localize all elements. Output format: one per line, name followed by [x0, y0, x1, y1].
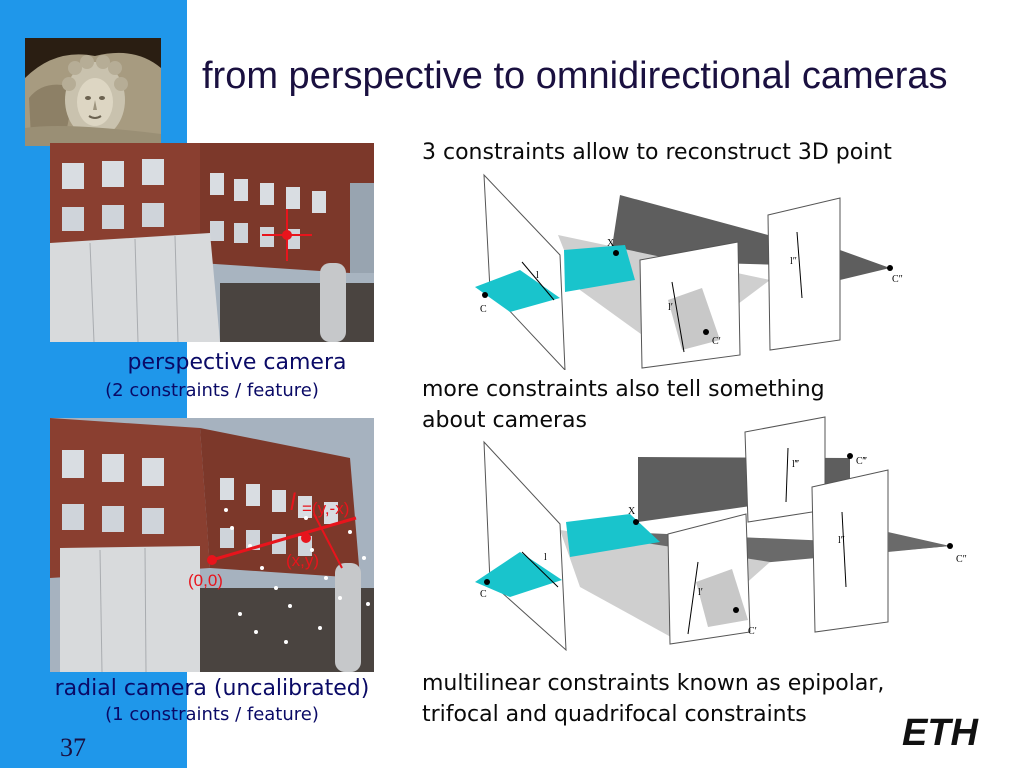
camera-center-c2 [947, 543, 953, 549]
label-c2: C″ [892, 274, 903, 285]
back-projected-plane-mid [564, 245, 635, 292]
radial-caption: radial camera (uncalibrated) [54, 676, 370, 701]
image-plane-c2 [767, 197, 841, 351]
label-l2: l″ [790, 256, 797, 267]
perspective-caption: perspective camera [127, 350, 347, 375]
back-projected-plane-c [475, 270, 560, 312]
point-x [613, 250, 619, 256]
camera-center-c [482, 292, 488, 298]
label-x: X [607, 238, 615, 249]
point-x [633, 519, 639, 525]
back-projected-plane-c [475, 552, 562, 597]
label-c2: C″ [956, 554, 967, 565]
text-more-constraints-1: more constraints also tell something [422, 377, 825, 402]
label-l3: l‴ [792, 459, 800, 470]
medusa-relief-logo [25, 38, 161, 146]
three-view-diagram: C l X l′ C′ l″ C″ [475, 173, 903, 370]
image-plane-c2 [811, 469, 889, 633]
image-plane-c [483, 173, 566, 370]
radial-camera-photo: l =(y,-x) (x,y) (0,0) [50, 418, 374, 672]
point-label: (x,y) [286, 551, 319, 570]
label-l: l [544, 552, 547, 563]
line-label-rest: =(y,-x) [302, 499, 349, 518]
slide-number: 37 [60, 733, 86, 762]
text-three-constraints: 3 constraints allow to reconstruct 3D po… [422, 140, 892, 165]
camera-center-c3 [847, 453, 853, 459]
camera-center-c1 [703, 329, 709, 335]
origin-label: (0,0) [188, 571, 223, 590]
label-x: X [628, 506, 636, 517]
eth-logo-text: ETH [902, 712, 980, 750]
label-c1: C′ [748, 626, 757, 637]
label-l: l [536, 270, 539, 281]
slide-title: from perspective to omnidirectional came… [202, 55, 948, 97]
label-l2: l″ [838, 535, 845, 546]
radial-caption-sub: (1 constraints / feature) [105, 704, 319, 725]
eth-logo: ETH [902, 712, 980, 750]
label-c: C [480, 589, 487, 600]
label-l1: l′ [668, 302, 673, 313]
perspective-camera-photo [50, 143, 374, 342]
camera-center-c1 [733, 607, 739, 613]
camera-center-c [484, 579, 490, 585]
label-l1: l′ [698, 587, 703, 598]
four-view-diagram: C l X l′ C′ l″ C″ l‴ C‴ [475, 416, 967, 652]
text-multilinear-2: trifocal and quadrifocal constraints [422, 702, 807, 727]
perspective-caption-sub: (2 constraints / feature) [105, 380, 319, 401]
image-plane-c [483, 440, 567, 652]
camera-center-c2 [887, 265, 893, 271]
text-multilinear-1: multilinear constraints known as epipola… [422, 671, 885, 696]
line-label-italic: l [290, 489, 296, 516]
text-more-constraints-2: about cameras [422, 408, 587, 433]
label-c1: C′ [712, 336, 721, 347]
label-c: C [480, 304, 487, 315]
label-c3: C‴ [856, 456, 868, 467]
